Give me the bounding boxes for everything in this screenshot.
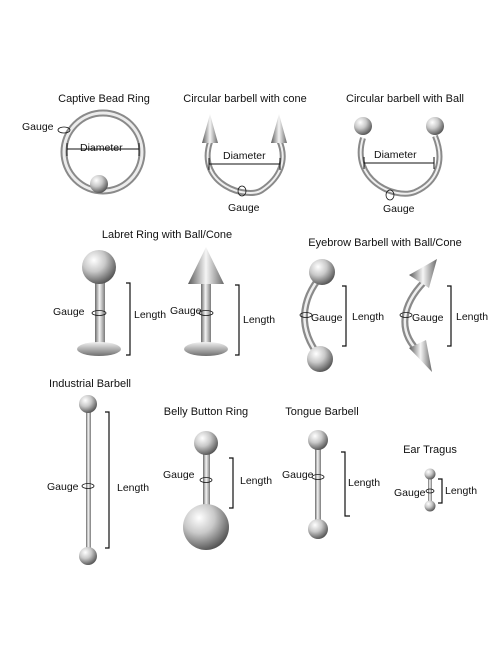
eyebrow-cone-illustration [399,259,452,372]
labret-cone-length-label: Length [243,314,276,326]
captive-bead-ring-diameter-label: Diameter [80,142,123,154]
industrial-barbell-illustration [79,395,110,565]
eyebrow-ball-gauge-label: Gauge [311,312,343,324]
title-tongue-barbell: Tongue Barbell [285,406,359,418]
labret-ball-length-label: Length [134,309,167,321]
labret-cone-illustration [184,247,240,356]
eyebrow-ball-illustration [299,259,347,372]
title-captive-bead-ring: Captive Bead Ring [58,93,150,105]
title-industrial-barbell: Industrial Barbell [49,378,131,390]
eyebrow-cone-gauge-label: Gauge [412,312,444,324]
circular-ball-gauge-label: Gauge [383,203,415,215]
eyebrow-ball-length-label: Length [352,311,385,323]
title-labret-ring: Labret Ring with Ball/Cone [101,229,233,241]
labret-ball-illustration [77,250,131,356]
belly-length-label: Length [240,475,273,487]
title-ear-tragus: Ear Tragus [403,444,457,456]
circular-cone-diameter-label: Diameter [223,150,266,162]
labret-ball-gauge-label: Gauge [53,306,85,318]
tongue-gauge-label: Gauge [282,469,314,481]
tragus-length-label: Length [445,485,478,497]
tragus-gauge-label: Gauge [394,487,426,499]
captive-bead-ring-gauge-label: Gauge [22,121,54,133]
title-circular-barbell-cone: Circular barbell with cone [183,93,307,105]
circular-ball-diameter-label: Diameter [374,149,417,161]
circular-barbell-cone-illustration [202,114,287,197]
industrial-length-label: Length [117,482,150,494]
labret-cone-gauge-label: Gauge [170,305,202,317]
belly-gauge-label: Gauge [163,469,195,481]
ear-tragus-illustration [424,468,443,512]
tongue-barbell-illustration [308,430,350,539]
eyebrow-cone-length-label: Length [456,311,489,323]
title-belly-button-ring: Belly Button Ring [163,406,249,418]
belly-button-ring-illustration [183,431,234,550]
circular-cone-gauge-label: Gauge [228,202,260,214]
title-circular-barbell-ball: Circular barbell with Ball [346,93,464,105]
captive-bead-ring-illustration [57,109,146,195]
circular-barbell-ball-illustration [354,117,444,201]
tongue-length-label: Length [348,477,381,489]
industrial-gauge-label: Gauge [47,481,79,493]
title-eyebrow-barbell: Eyebrow Barbell with Ball/Cone [308,237,462,249]
